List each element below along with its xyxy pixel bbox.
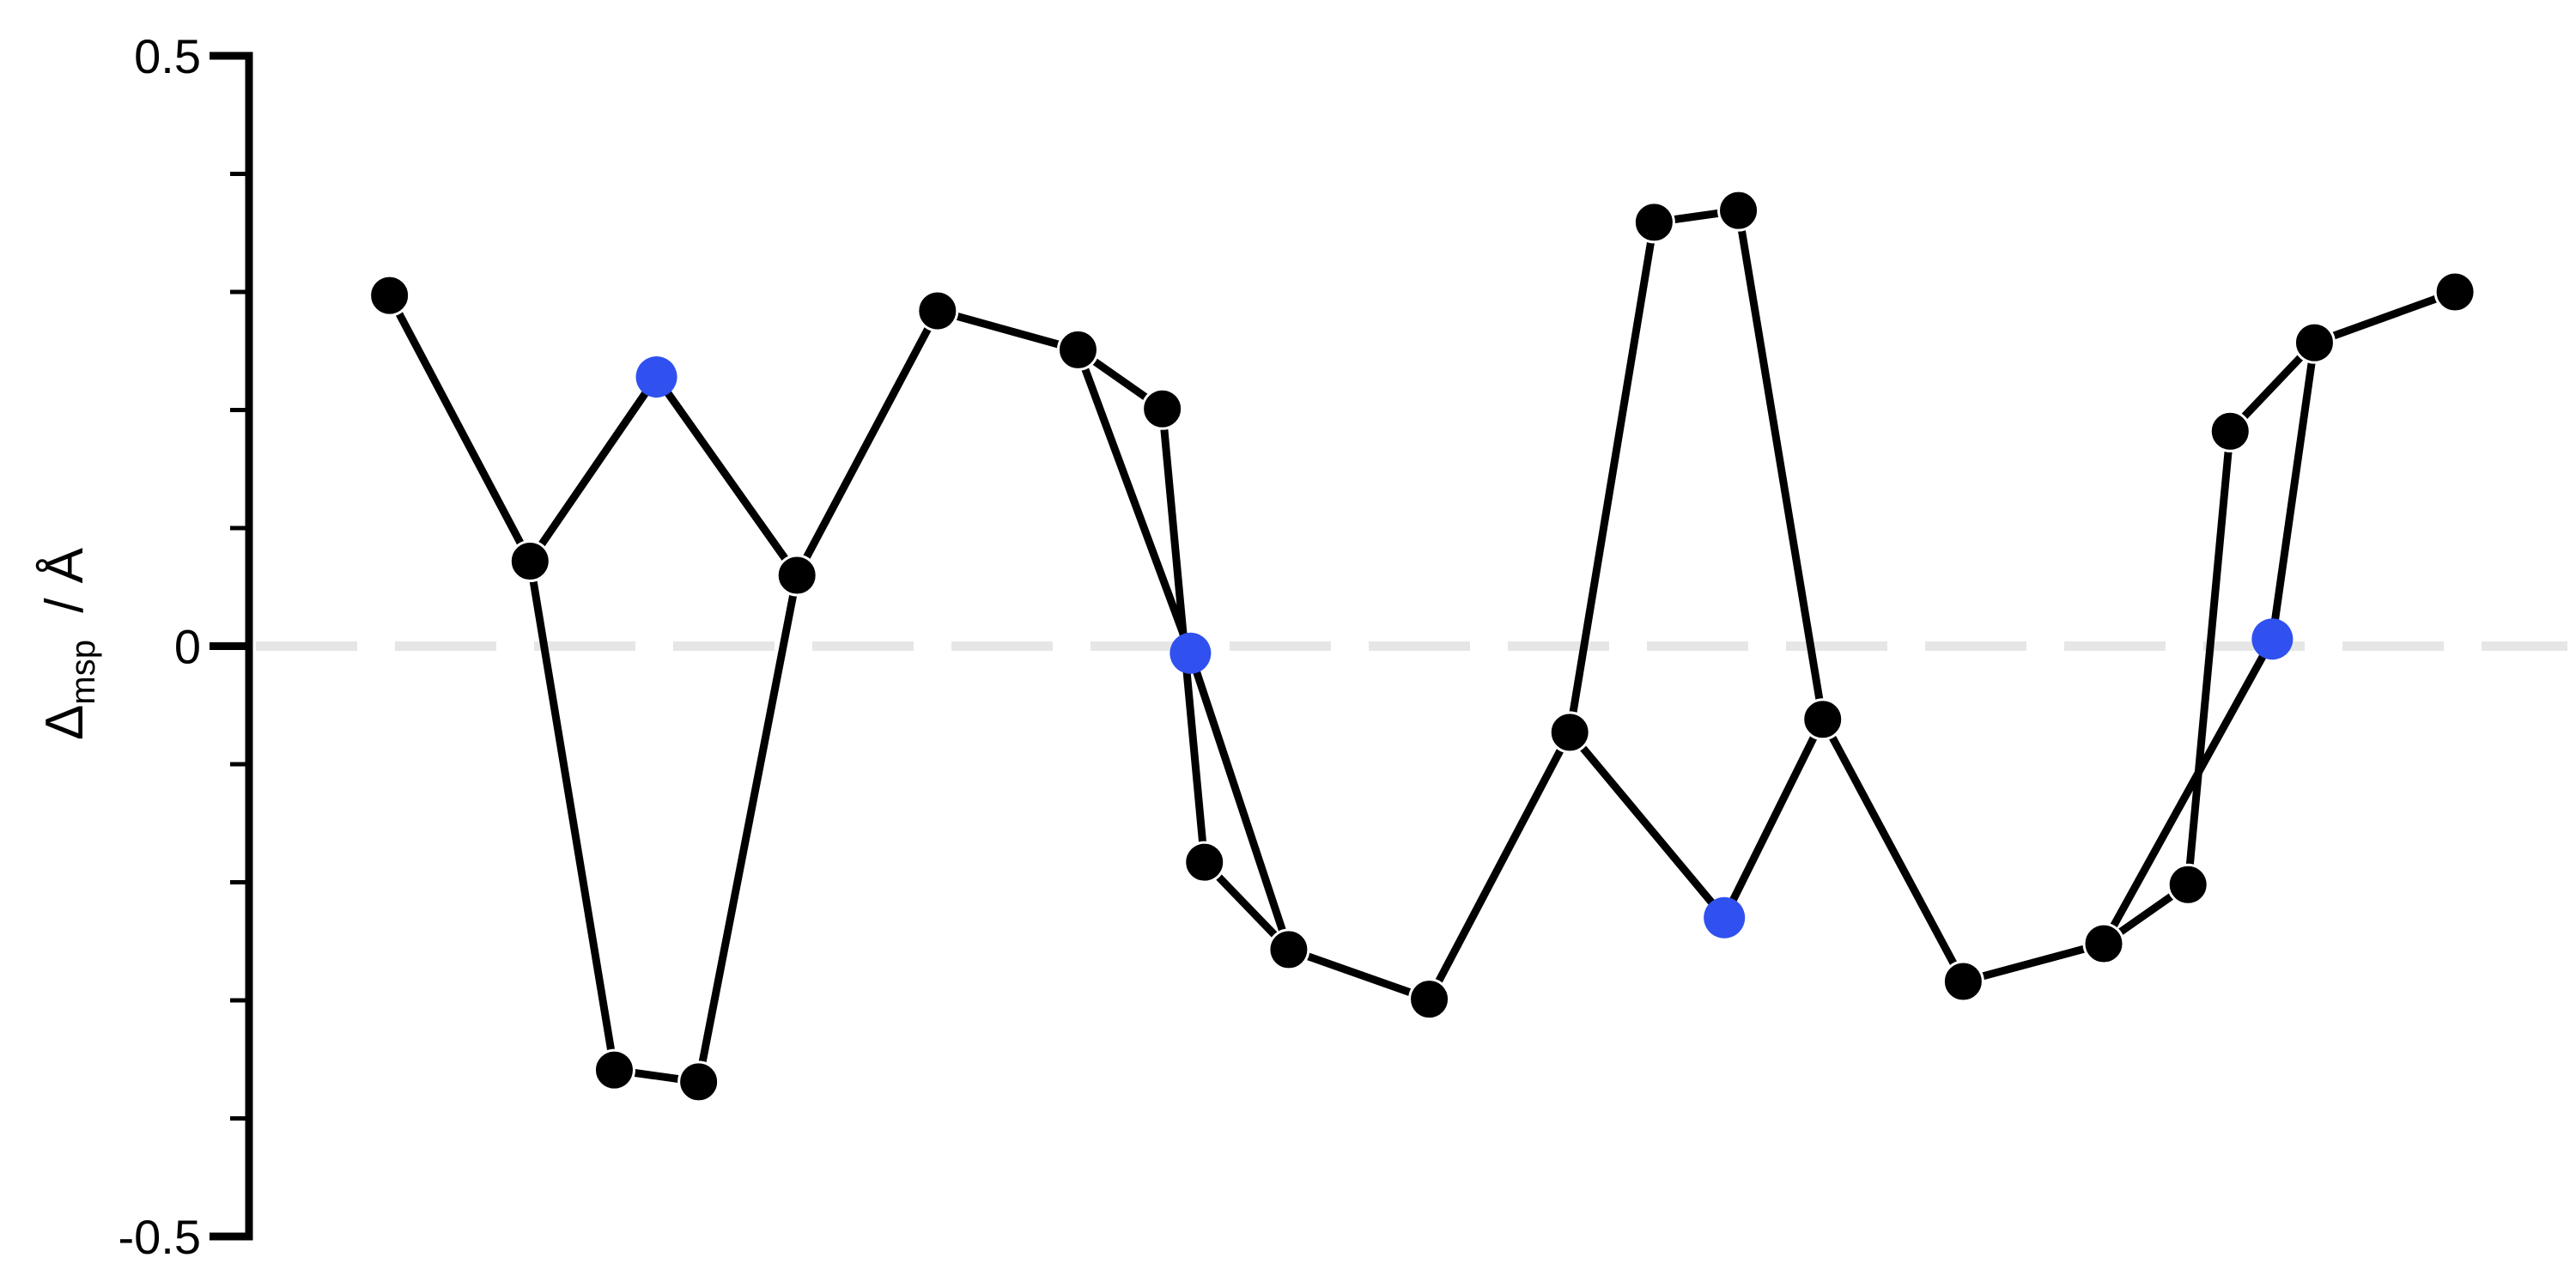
series-markers: [368, 189, 2476, 1103]
highlight-point: [2251, 618, 2293, 660]
series-segment: [2099, 635, 2276, 948]
data-point: [592, 1048, 635, 1091]
series-segment: [386, 291, 534, 565]
highlight-point: [635, 356, 677, 398]
series-segment: [526, 557, 618, 1074]
data-point: [1941, 960, 1984, 1003]
data-point: [677, 1060, 720, 1103]
series-segment: [1959, 939, 2108, 986]
series-segment: [1565, 728, 1728, 922]
y-axis-label-subscript: msp: [64, 640, 102, 705]
data-point: [775, 554, 818, 597]
series-segment: [1819, 715, 1967, 986]
series-segment: [526, 373, 661, 565]
data-point: [1632, 201, 1675, 244]
data-point: [2082, 922, 2125, 965]
data-point: [1056, 328, 1099, 371]
series-segment: [2184, 427, 2234, 889]
data-point: [508, 540, 551, 582]
highlight-point: [1704, 896, 1746, 939]
data-point: [2208, 410, 2251, 453]
y-axis: 0.5 0 -0.5: [118, 29, 253, 1264]
highlight-point: [1170, 632, 1212, 674]
series-segment: [1186, 649, 1293, 954]
data-point: [2433, 270, 2476, 313]
data-point: [2166, 863, 2209, 906]
data-point: [2293, 321, 2336, 364]
data-point: [368, 274, 411, 317]
series-segment: [1073, 345, 1194, 658]
series-segment: [1565, 218, 1658, 737]
series-lines: [386, 206, 2459, 1086]
series-segment: [793, 307, 942, 580]
series-segment: [2268, 338, 2318, 643]
series-segment: [933, 307, 1082, 354]
series-segment: [1285, 945, 1434, 1004]
data-point: [1801, 698, 1844, 741]
data-point: [1183, 841, 1226, 884]
y-tick-label: -0.5: [118, 1210, 202, 1264]
series-segment: [2310, 288, 2459, 347]
series-segment: [1735, 206, 1827, 724]
series-segment: [1425, 728, 1574, 1004]
data-point: [1141, 387, 1184, 430]
data-point: [1548, 711, 1591, 754]
data-point: [1408, 978, 1451, 1021]
series-segment: [695, 571, 801, 1086]
y-axis-label-unit: / Å: [35, 547, 94, 628]
series-segment: [1720, 715, 1827, 922]
y-axis-title: Δmsp / Å: [35, 547, 102, 740]
y-tick-label: 0: [174, 620, 201, 674]
data-point: [1717, 189, 1760, 232]
y-axis-label-symbol: Δ: [35, 705, 94, 740]
y-tick-label: 0.5: [134, 29, 201, 83]
data-point: [916, 289, 959, 332]
series-segment: [653, 373, 801, 580]
y-axis-label: Δmsp / Å: [35, 547, 102, 740]
data-point: [1267, 928, 1310, 971]
